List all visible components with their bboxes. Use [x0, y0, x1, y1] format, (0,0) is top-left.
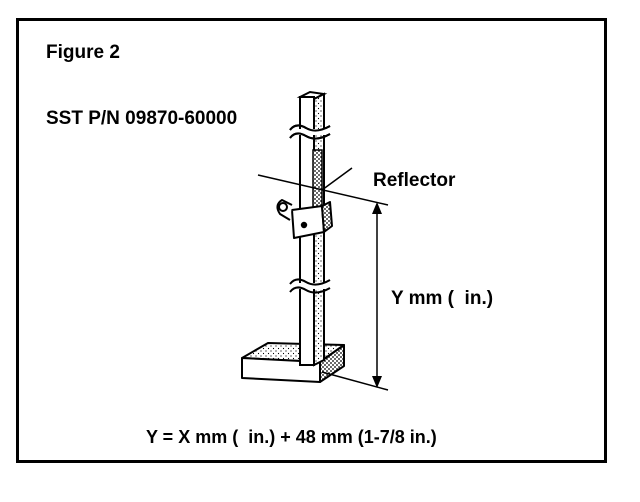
- gauge-base: [241, 342, 345, 383]
- figure-title: Figure 2: [46, 42, 120, 63]
- column-break-mark-lower: [289, 278, 331, 294]
- reflector-label: Reflector: [373, 170, 456, 191]
- reflector-slider: [276, 199, 333, 239]
- reflector-leader-line: [321, 167, 353, 191]
- height-formula: Y = X mm ( in.) + 48 mm (1-7/8 in.): [146, 427, 437, 447]
- y-dimension-arrow: [372, 202, 382, 388]
- column-break-mark-upper: [289, 124, 331, 140]
- y-dimension-label: Y mm ( in.): [391, 288, 494, 309]
- part-number-label: SST P/N 09870-60000: [46, 108, 238, 129]
